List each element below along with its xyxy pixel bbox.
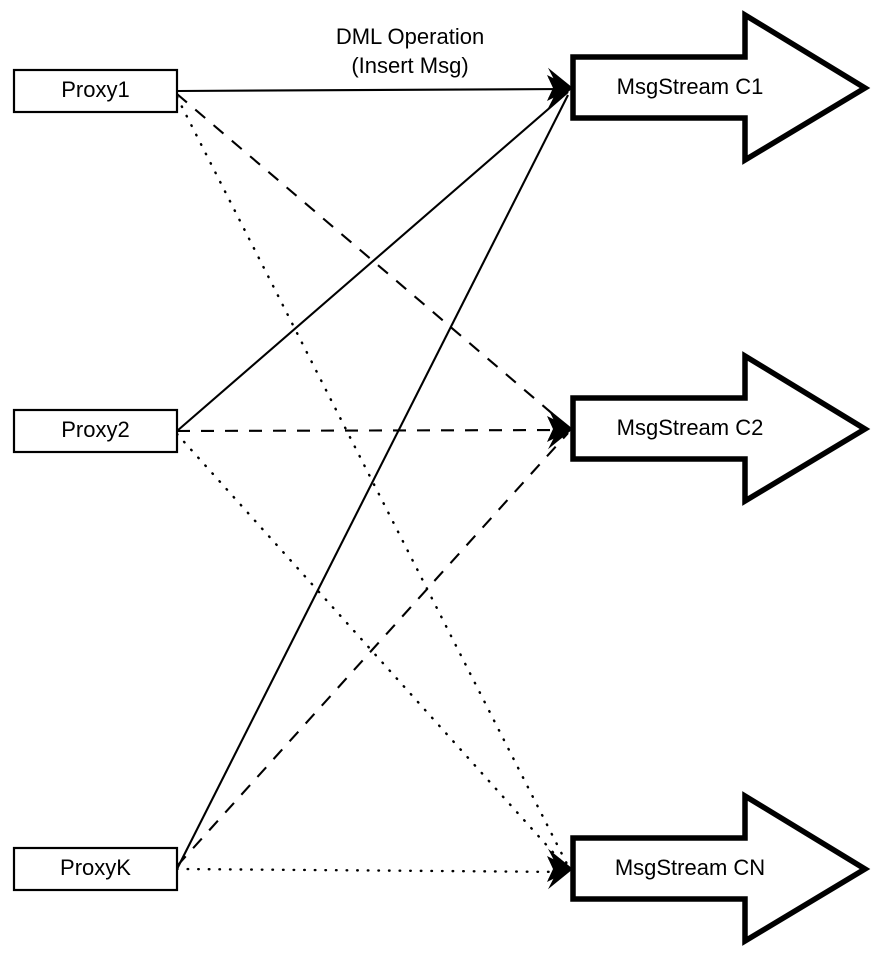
edge-proxy2-to-c2 xyxy=(176,428,569,433)
stream-msgstream-c2[interactable]: MsgStream C2 xyxy=(570,351,871,506)
arrowhead-cn xyxy=(547,848,573,890)
arrowheads-layer xyxy=(547,67,573,890)
arrowhead-c1 xyxy=(547,67,573,109)
stream-msgstream-c1[interactable]: MsgStream C1 xyxy=(570,10,871,165)
edge-proxyk-to-c2 xyxy=(176,432,569,867)
stream-label: MsgStream C1 xyxy=(617,74,764,99)
node-box-label: Proxy2 xyxy=(61,417,129,442)
arrowhead-c2 xyxy=(547,408,573,450)
stream-arrow-shape xyxy=(570,10,871,165)
node-proxy2[interactable]: Proxy2 xyxy=(12,408,179,454)
stream-label: MsgStream CN xyxy=(615,855,765,880)
edge-proxy2-to-cn xyxy=(175,432,570,871)
node-box-rect xyxy=(12,68,179,114)
node-box-rect xyxy=(12,408,179,454)
node-box-label: ProxyK xyxy=(60,855,131,880)
flow-caption-line-1: DML Operation xyxy=(336,24,484,49)
node-proxyk[interactable]: ProxyK xyxy=(12,846,179,892)
edge-proxy1-to-c1 xyxy=(176,87,569,93)
stream-label: MsgStream C2 xyxy=(617,415,764,440)
streams-layer: MsgStream C1 MsgStream C2 MsgStream CN xyxy=(570,10,871,946)
node-box-label: Proxy1 xyxy=(61,77,129,102)
edges-layer xyxy=(175,87,570,874)
edge-proxyk-to-cn xyxy=(175,867,570,874)
stream-msgstream-cn[interactable]: MsgStream CN xyxy=(570,791,871,946)
edge-proxyk-to-c1 xyxy=(176,94,569,870)
node-box-rect xyxy=(12,846,179,892)
flow-caption: DML Operation (Insert Msg) xyxy=(336,24,484,78)
flow-caption-line-2: (Insert Msg) xyxy=(351,53,468,78)
stream-arrow-shape xyxy=(570,791,871,946)
node-proxy1[interactable]: Proxy1 xyxy=(12,68,179,114)
edge-proxy2-to-c1 xyxy=(176,91,569,432)
stream-arrow-shape xyxy=(570,351,871,506)
